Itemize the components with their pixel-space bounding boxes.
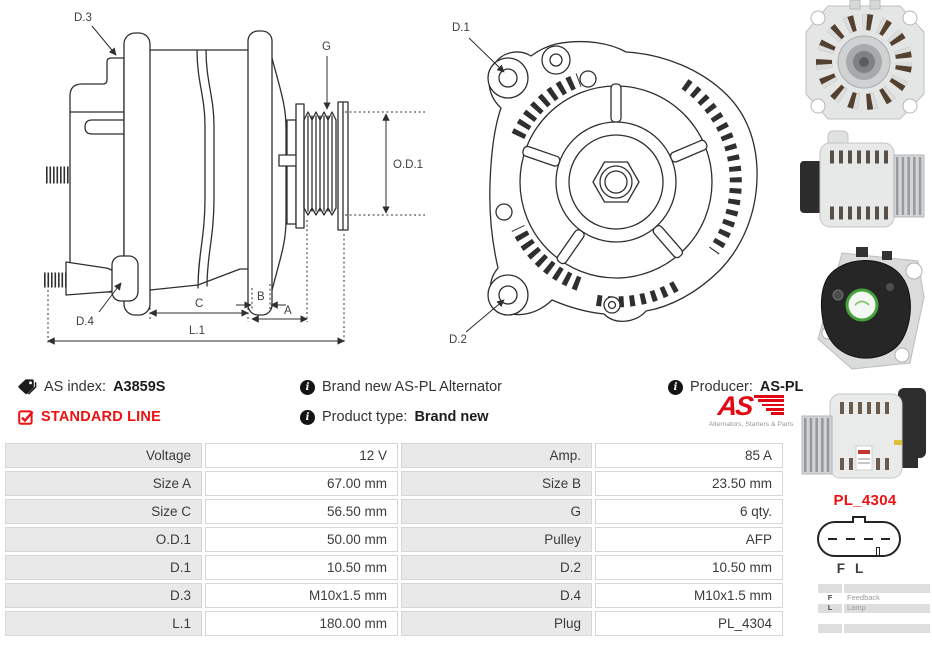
standard-line-label: STANDARD LINE — [41, 409, 161, 425]
technical-drawings: D.3 G O.D.1 D.4 C B A L.1 — [44, 12, 758, 346]
tag-icon — [18, 379, 37, 395]
producer-row: i Producer: AS-PL — [668, 377, 803, 397]
spec-label: Plug — [401, 611, 592, 636]
spec-label: D.4 — [401, 583, 592, 608]
mounting-lug-rear — [123, 32, 151, 316]
legend-cell-empty — [844, 584, 930, 593]
spec-value: 6 qty. — [595, 499, 783, 524]
front-view-drawing: D.1 D.2 — [449, 22, 758, 346]
spec-label: Size C — [5, 499, 202, 524]
dim-label-d1: D.1 — [452, 22, 470, 34]
product-type-label: Product type: — [322, 409, 408, 425]
spec-label: Voltage — [5, 443, 202, 468]
spec-value: M10x1.5 mm — [205, 583, 398, 608]
spec-value: 180.00 mm — [205, 611, 398, 636]
legend-pin: L — [818, 603, 842, 613]
logo-text: AS — [716, 391, 754, 421]
mounting-hole-d1 — [498, 68, 518, 88]
producer-label: Producer: — [690, 379, 753, 395]
spec-label: Size A — [5, 471, 202, 496]
plug-title: PL_4304 — [833, 492, 897, 509]
as-index-label: AS index: — [44, 379, 107, 395]
product-type-value: Brand new — [414, 409, 489, 425]
spec-value: 10.50 mm — [595, 555, 783, 580]
info-circle-icon: i — [300, 409, 315, 425]
legend-desc: Lamp — [844, 603, 930, 613]
as-pl-logo: AS Alternators, Starters & Parts — [700, 391, 802, 428]
photo-alternator-side-view-pulley-right — [800, 130, 925, 228]
legend-cell-empty — [818, 584, 842, 593]
spec-value: 56.50 mm — [205, 499, 398, 524]
info-circle-icon: i — [668, 379, 683, 395]
spec-label: G — [401, 499, 592, 524]
pin-label-f: F — [836, 561, 845, 576]
photo-alternator-rear-cover-view — [817, 247, 925, 370]
logo-stripes — [753, 395, 784, 415]
info-circle-icon: i — [300, 379, 315, 395]
spec-value: 23.50 mm — [595, 471, 783, 496]
dim-label-l1: L.1 — [189, 325, 205, 337]
spec-table: Voltage 12 V Amp. 85 A Size A 67.00 mm S… — [5, 443, 783, 636]
photo-alternator-rear-view — [805, 0, 925, 120]
green-sticker — [845, 288, 879, 322]
plug-legend: F Feedback L Lamp — [818, 584, 930, 633]
mounting-lug-front — [247, 30, 273, 316]
product-type-row: i Product type: Brand new — [300, 407, 489, 427]
spec-label: Size B — [401, 471, 592, 496]
legend-desc: Feedback — [844, 593, 930, 603]
spec-value: M10x1.5 mm — [595, 583, 783, 608]
brand-new-text: Brand new AS-PL Alternator — [322, 379, 503, 395]
dim-label-od1: O.D.1 — [393, 159, 423, 171]
checkbox-checked-icon — [18, 410, 34, 425]
connector-pin — [846, 537, 855, 541]
brand-new-row: i Brand new AS-PL Alternator — [300, 377, 502, 397]
spec-label: D.2 — [401, 555, 592, 580]
spec-value: 12 V — [205, 443, 398, 468]
dim-label-g: G — [322, 41, 331, 53]
dim-label-d2: D.2 — [449, 334, 467, 346]
dim-label-a: A — [284, 305, 292, 317]
connector-notch — [876, 547, 880, 555]
spec-label: Amp. — [401, 443, 592, 468]
connector-pin — [881, 537, 890, 541]
legend-pin: F — [818, 593, 842, 603]
spec-label: Pulley — [401, 527, 592, 552]
legend-cell-empty — [818, 624, 842, 633]
spec-label: D.3 — [5, 583, 202, 608]
logo-tagline: Alternators, Starters & Parts — [708, 421, 794, 428]
dim-label-c: C — [195, 298, 203, 310]
standard-line-row: STANDARD LINE — [18, 407, 161, 427]
connector-tab — [852, 516, 866, 523]
spec-value: 67.00 mm — [205, 471, 398, 496]
connector-pin — [828, 537, 837, 541]
spec-value: 10.50 mm — [205, 555, 398, 580]
plug-pin-labels: F L — [798, 561, 902, 576]
side-view-drawing: D.3 G O.D.1 D.4 C B A L.1 — [44, 12, 425, 345]
dim-label-b: B — [257, 291, 265, 303]
spec-value: 85 A — [595, 443, 783, 468]
pulley-flange-left — [295, 103, 305, 229]
dim-label-d4: D.4 — [76, 316, 95, 328]
as-index-row: AS index: A3859S — [18, 377, 165, 397]
mounting-hole-d2 — [498, 285, 518, 305]
spec-label: O.D.1 — [5, 527, 202, 552]
pin-label-l: L — [855, 561, 864, 576]
producer-value: AS-PL — [759, 379, 804, 395]
plug-connector-diagram — [817, 516, 901, 557]
connector-pin — [864, 537, 873, 541]
spec-value: PL_4304 — [595, 611, 783, 636]
dim-label-d3: D.3 — [74, 12, 92, 24]
spec-label: D.1 — [5, 555, 202, 580]
legend-cell-empty — [844, 624, 930, 633]
spec-value: AFP — [595, 527, 783, 552]
photo-alternator-side-view-pulley-left — [801, 388, 926, 479]
spec-value: 50.00 mm — [205, 527, 398, 552]
spec-label: L.1 — [5, 611, 202, 636]
as-index-value: A3859S — [113, 379, 166, 395]
